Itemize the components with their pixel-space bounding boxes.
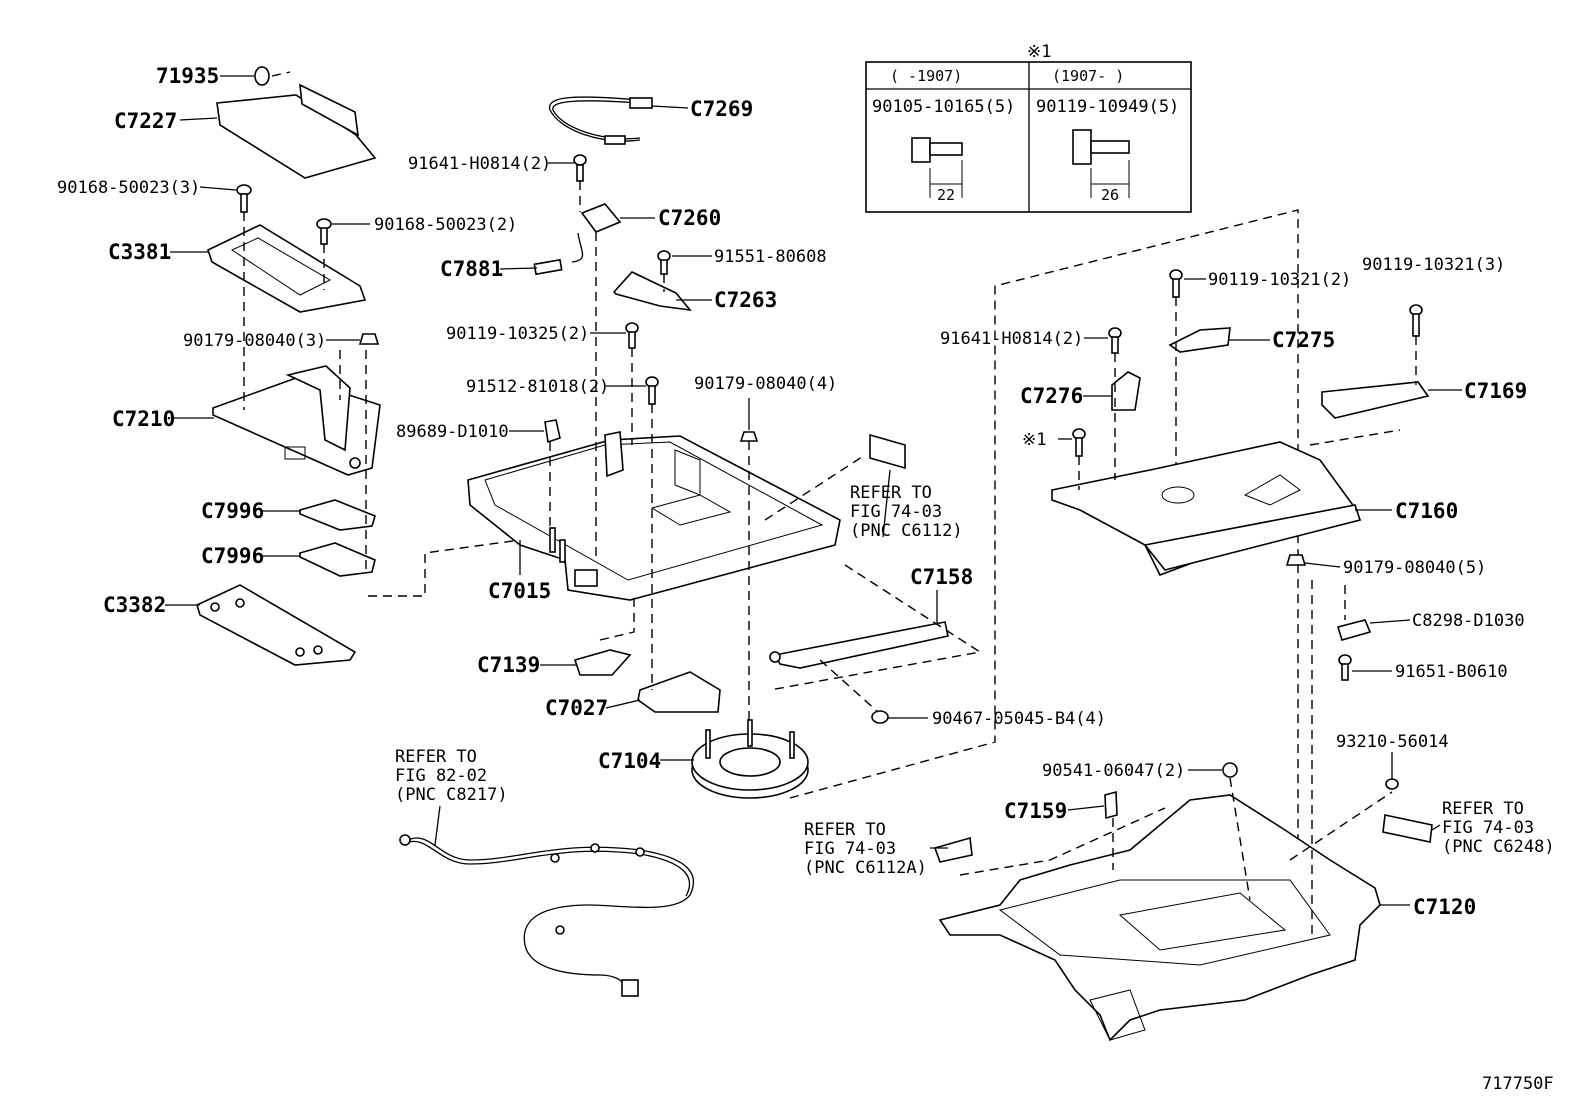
label-c7159: C7159 bbox=[1004, 799, 1067, 823]
label-c7015: C7015 bbox=[488, 579, 551, 603]
wire-harness-drawing bbox=[399, 834, 695, 997]
label-90179-08040-5: 90179-08040(5) bbox=[1343, 558, 1486, 578]
label-c7996-2: C7996 bbox=[201, 544, 264, 568]
label-c7027: C7027 bbox=[545, 696, 608, 720]
ref-c6112-line1: REFER TO bbox=[850, 483, 932, 503]
part-drawings-center bbox=[467, 96, 1299, 860]
label-c7139: C7139 bbox=[477, 653, 540, 677]
label-c7260: C7260 bbox=[658, 206, 721, 230]
label-c7881: C7881 bbox=[440, 257, 503, 281]
table-col2-header: (1907- ) bbox=[1052, 67, 1124, 85]
label-91651-b0610: 91651-B0610 bbox=[1395, 662, 1508, 682]
table-col1-part: 90105-10165(5) bbox=[872, 97, 1015, 117]
ref-c6112-line3: (PNC C6112) bbox=[850, 521, 963, 541]
label-c7160: C7160 bbox=[1395, 499, 1458, 523]
ref-note-c6112a: REFER TO FIG 74-03 (PNC C6112A) bbox=[804, 820, 927, 878]
ref-c6112a-line2: FIG 74-03 bbox=[804, 839, 896, 859]
label-c7275: C7275 bbox=[1272, 328, 1335, 352]
ref-c8217-line2: FIG 82-02 bbox=[395, 766, 487, 786]
label-90119-10321-2: 90119-10321(2) bbox=[1208, 270, 1351, 290]
label-91641-h0814-a: 91641-H0814(2) bbox=[408, 154, 551, 174]
label-90119-10325: 90119-10325(2) bbox=[446, 324, 589, 344]
label-89689-d1010: 89689-D1010 bbox=[396, 422, 509, 442]
part-drawings-right bbox=[933, 269, 1433, 1042]
label-c7158: C7158 bbox=[910, 565, 973, 589]
label-90168-50023-3: 90168-50023(3) bbox=[57, 178, 200, 198]
ref-c6248-line3: (PNC C6248) bbox=[1442, 837, 1555, 857]
ref-c8217-line3: (PNC C8217) bbox=[395, 785, 508, 805]
part-drawings-left bbox=[196, 66, 521, 666]
diagram-code: 717750F bbox=[1482, 1074, 1554, 1094]
bolt-icon bbox=[1072, 129, 1130, 198]
ref-note-c6248: REFER TO FIG 74-03 (PNC C6248) bbox=[1442, 799, 1555, 857]
label-c3381: C3381 bbox=[108, 240, 171, 264]
ref-note-c6112: REFER TO FIG 74-03 (PNC C6112) bbox=[850, 483, 963, 541]
ref-c6112a-line3: (PNC C6112A) bbox=[804, 858, 927, 878]
label-90119-10321-3: 90119-10321(3) bbox=[1362, 255, 1505, 275]
label-c7996-1: C7996 bbox=[201, 499, 264, 523]
table-mark: ※1 bbox=[1027, 42, 1051, 62]
ref-c6248-line2: FIG 74-03 bbox=[1442, 818, 1534, 838]
part-labels: 71935 C7227 90168-50023(3) 90168-50023(2… bbox=[57, 64, 1555, 1094]
label-c7269: C7269 bbox=[690, 97, 753, 121]
label-90467-05045-b4: 90467-05045-B4(4) bbox=[932, 709, 1106, 729]
ref-c6112-line2: FIG 74-03 bbox=[850, 502, 942, 522]
label-c7227: C7227 bbox=[114, 109, 177, 133]
table-col1-length: 22 bbox=[937, 186, 955, 204]
ref-c8217-line1: REFER TO bbox=[395, 747, 477, 767]
label-91512-81018: 91512-81018(2) bbox=[466, 377, 609, 397]
label-mark-1: ※1 bbox=[1022, 430, 1046, 450]
ref-c6112a-line1: REFER TO bbox=[804, 820, 886, 840]
ref-c6248-line1: REFER TO bbox=[1442, 799, 1524, 819]
table-col2-part: 90119-10949(5) bbox=[1036, 97, 1179, 117]
label-c7210: C7210 bbox=[112, 407, 175, 431]
label-c7104: C7104 bbox=[598, 749, 661, 773]
bolt-spec-table: ※1 ( -1907) (1907- ) 90105-10165(5) 9011… bbox=[865, 42, 1192, 213]
label-91551-80608: 91551-80608 bbox=[714, 247, 827, 267]
label-93210-56014: 93210-56014 bbox=[1336, 732, 1449, 752]
label-c7169: C7169 bbox=[1464, 379, 1527, 403]
label-c7120: C7120 bbox=[1413, 895, 1476, 919]
label-90168-50023-2: 90168-50023(2) bbox=[374, 215, 517, 235]
label-71935: 71935 bbox=[156, 64, 219, 88]
label-90541-06047: 90541-06047(2) bbox=[1042, 761, 1185, 781]
ref-note-c8217: REFER TO FIG 82-02 (PNC C8217) bbox=[395, 747, 508, 805]
leader-lines bbox=[165, 75, 1462, 906]
label-c7276: C7276 bbox=[1020, 384, 1083, 408]
table-col1-header: ( -1907) bbox=[890, 67, 962, 85]
table-col2-length: 26 bbox=[1101, 186, 1119, 204]
bolt-icon bbox=[911, 137, 963, 198]
label-c7263: C7263 bbox=[714, 288, 777, 312]
label-c8298-d1030: C8298-D1030 bbox=[1412, 611, 1525, 631]
label-91641-h0814-b: 91641-H0814(2) bbox=[940, 329, 1083, 349]
label-90179-08040-3: 90179-08040(3) bbox=[183, 331, 326, 351]
label-90179-08040-4: 90179-08040(4) bbox=[694, 374, 837, 394]
label-c3382: C3382 bbox=[103, 593, 166, 617]
